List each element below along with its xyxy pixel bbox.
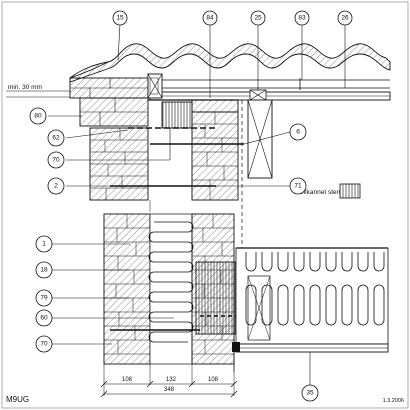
callout-1: 1 [42,241,46,248]
dimension-inner-leaf: 108 [208,377,219,383]
callout-62: 62 [52,135,60,142]
dimension-outer-leaf: 108 [122,377,133,383]
callout-79: 79 [40,295,48,302]
legend-label: Tilkannet sten [300,189,341,196]
callout-84: 84 [206,15,214,22]
drawing-date: 1.3.2006 [383,398,404,404]
outer-leaf-upper [89,127,149,201]
callout-35: 35 [306,390,314,397]
callout-80: 80 [34,113,42,120]
roof-structure [149,78,391,101]
legend-swatch [339,183,361,199]
dimension-cavity: 132 [166,377,177,383]
callout-2: 2 [54,183,58,190]
insulated-frame [232,247,389,353]
callout-25: 25 [254,15,262,22]
callout-15: 15 [116,15,124,22]
min-clearance-label: min. 30 mm [8,84,42,91]
callout-6: 6 [296,129,300,136]
dimension-lines [100,364,238,398]
callout-18: 18 [40,267,48,274]
roof-tiles [69,43,391,83]
callout-83: 83 [298,15,306,22]
callout-60: 60 [40,315,48,322]
drawing-code: M9UG [6,395,29,404]
callouts: 15 84 25 83 26 80 62 70 2 1 18 79 60 70 … [29,10,353,402]
dimension-total: 348 [164,387,175,393]
callout-70-lower: 70 [40,341,48,348]
callout-71: 71 [294,183,302,190]
callout-leaders [48,23,346,385]
callout-70-upper: 70 [52,157,60,164]
callout-26: 26 [341,15,349,22]
